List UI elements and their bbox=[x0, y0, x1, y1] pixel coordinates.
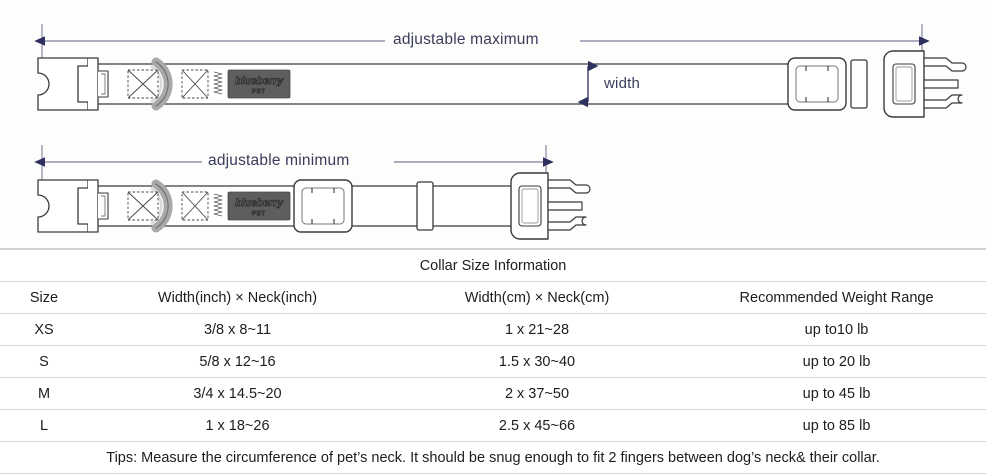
cell-weight: up to 85 lb bbox=[687, 409, 986, 442]
webbing-texture bbox=[213, 71, 223, 95]
cell-size: M bbox=[0, 377, 88, 410]
side-release-buckle-female bbox=[37, 57, 109, 111]
column-header-weight: Recommended Weight Range bbox=[687, 281, 986, 314]
side-release-buckle-male bbox=[883, 50, 967, 118]
cell-inch: 3/8 x 8~11 bbox=[88, 313, 387, 346]
cell-weight: up to 20 lb bbox=[687, 345, 986, 378]
table-caption: Collar Size Information bbox=[0, 249, 986, 282]
cell-cm: 1.5 x 30~40 bbox=[387, 345, 687, 378]
cell-size: S bbox=[0, 345, 88, 378]
column-header-size: Size bbox=[0, 281, 88, 314]
brand-tag-name: blueberry bbox=[235, 75, 284, 87]
d-ring bbox=[150, 179, 173, 233]
stitch-box bbox=[127, 191, 159, 221]
cell-cm: 2 x 37~50 bbox=[387, 377, 687, 410]
side-release-buckle-female bbox=[37, 179, 109, 233]
collar-min-assembly: blueberry PET bbox=[37, 172, 591, 240]
keeper-loop bbox=[850, 59, 868, 109]
table-row: S 5/8 x 12~16 1.5 x 30~40 up to 20 lb bbox=[0, 345, 986, 378]
cell-weight: up to 45 lb bbox=[687, 377, 986, 410]
cell-cm: 1 x 21~28 bbox=[387, 313, 687, 346]
d-ring bbox=[150, 57, 173, 111]
brand-tag-sub: PET bbox=[252, 211, 266, 217]
keeper-loop bbox=[416, 181, 434, 231]
column-header-inch: Width(inch) × Neck(inch) bbox=[88, 281, 387, 314]
cell-weight: up to10 lb bbox=[687, 313, 986, 346]
slider-adjuster bbox=[787, 57, 847, 111]
table-row: L 1 x 18~26 2.5 x 45~66 up to 85 lb bbox=[0, 409, 986, 442]
cell-inch: 5/8 x 12~16 bbox=[88, 345, 387, 378]
width-label: width bbox=[604, 75, 641, 92]
side-release-buckle-male bbox=[510, 172, 591, 240]
collar-diagram-svg: blueberry PET bbox=[34, 24, 967, 240]
brand-tag: blueberry PET bbox=[227, 191, 291, 221]
collar-size-table: Collar Size Information Size Width(inch)… bbox=[0, 249, 986, 474]
table-header-row: Size Width(inch) × Neck(inch) Width(cm) … bbox=[0, 281, 986, 314]
adjustable-minimum-label: adjustable minimum bbox=[208, 152, 350, 169]
tips-text: Tips: Measure the circumference of pet’s… bbox=[0, 441, 986, 474]
brand-tag: blueberry PET bbox=[227, 69, 291, 99]
cell-cm: 2.5 x 45~66 bbox=[387, 409, 687, 442]
column-header-cm: Width(cm) × Neck(cm) bbox=[387, 281, 687, 314]
stitch-box bbox=[127, 69, 159, 99]
cell-size: XS bbox=[0, 313, 88, 346]
cell-size: L bbox=[0, 409, 88, 442]
collar-diagram: blueberry PET bbox=[34, 24, 967, 240]
table-caption-row: Collar Size Information bbox=[0, 249, 986, 282]
cell-inch: 1 x 18~26 bbox=[88, 409, 387, 442]
adjustable-minimum-dimension bbox=[34, 145, 554, 182]
stitch-box bbox=[181, 191, 209, 221]
webbing-texture bbox=[213, 193, 223, 217]
brand-tag-sub: PET bbox=[252, 89, 266, 95]
adjustable-maximum-label: adjustable maximum bbox=[393, 31, 539, 48]
table-row: XS 3/8 x 8~11 1 x 21~28 up to10 lb bbox=[0, 313, 986, 346]
cell-inch: 3/4 x 14.5~20 bbox=[88, 377, 387, 410]
stitch-box bbox=[181, 69, 209, 99]
table-tips-row: Tips: Measure the circumference of pet’s… bbox=[0, 441, 986, 474]
slider-adjuster bbox=[293, 179, 353, 233]
table-row: M 3/4 x 14.5~20 2 x 37~50 up to 45 lb bbox=[0, 377, 986, 410]
brand-tag-name: blueberry bbox=[235, 197, 284, 209]
collar-max-assembly: blueberry PET bbox=[37, 50, 967, 118]
collar-size-table-wrapper: Collar Size Information Size Width(inch)… bbox=[0, 248, 986, 476]
